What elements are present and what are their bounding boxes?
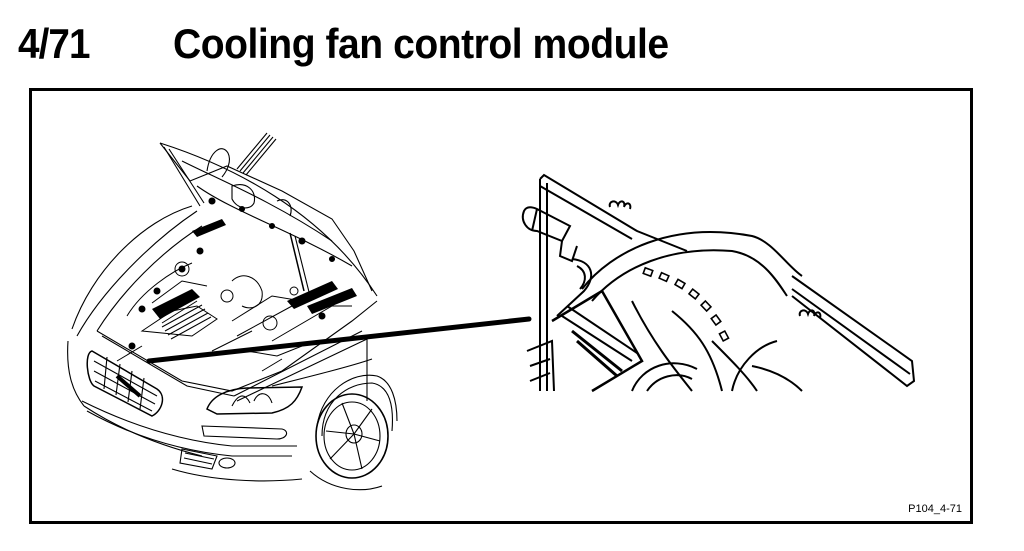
- fan-shroud-detail-illustration: [521, 173, 916, 393]
- detail-crop-mask: [520, 393, 940, 413]
- car-overview-illustration: [67, 132, 398, 491]
- page-title: Cooling fan control module: [173, 20, 669, 67]
- figure-code: P104_4-71: [908, 503, 962, 515]
- section-number: 4/71: [18, 20, 90, 67]
- callout-leader-line: [146, 316, 532, 364]
- engine-bay-detail: [116, 219, 357, 372]
- illustration: [67, 132, 940, 491]
- page-header: 4/71 Cooling fan control module: [18, 14, 706, 74]
- figure-frame: P104_4-71: [29, 88, 973, 524]
